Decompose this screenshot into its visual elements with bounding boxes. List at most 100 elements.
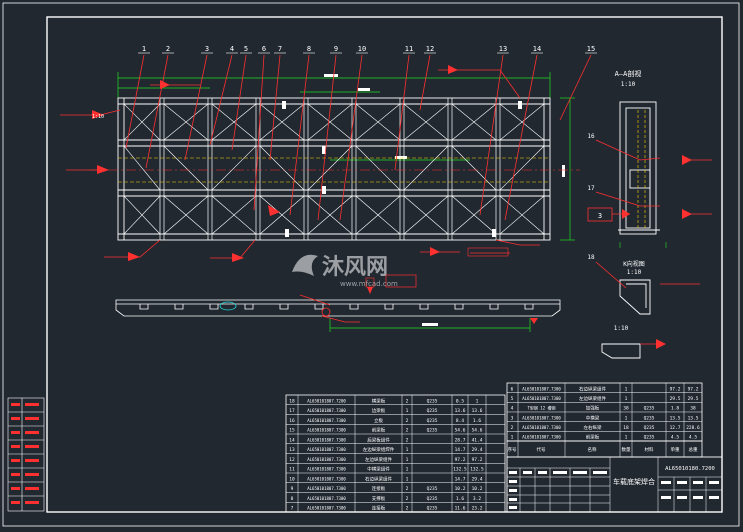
table-cell: 54.6: [455, 428, 466, 434]
table-cell: 10.2: [455, 486, 466, 492]
table-cell: 4.5: [671, 435, 679, 441]
table-cell: AL650101807.7300: [307, 506, 346, 511]
table-cell: 横梁板: [372, 397, 386, 404]
k-view[interactable]: K向视图 1:10 18: [587, 254, 700, 315]
header-code: 代号: [537, 446, 546, 453]
balloon-11: 11: [405, 45, 413, 53]
table-cell: 13.5: [670, 415, 681, 421]
side-dimensions: [329, 318, 531, 332]
table-cell: 1: [406, 467, 409, 473]
detail-scale: 1:10: [614, 325, 629, 332]
table-cell: Q235: [644, 425, 655, 431]
weld-symbols: [420, 239, 540, 254]
balloon-4: 4: [230, 45, 234, 53]
table-cell: 15: [289, 428, 295, 434]
table-cell: AL650101807.7300: [307, 457, 346, 462]
table-cell: 97.2: [472, 457, 483, 463]
table-cell: 38: [623, 406, 629, 412]
table-cell: 13.6: [455, 408, 466, 414]
table-cell: 边梁板: [372, 407, 386, 414]
balloon-10: 10: [358, 45, 366, 53]
table-cell: 8: [291, 496, 294, 502]
table-cell: 16: [289, 418, 295, 424]
table-cell: 左右纵梁: [584, 424, 602, 431]
table-cell: 1: [406, 408, 409, 414]
table-cell: 228.6: [686, 425, 700, 431]
table-cell: 7: [291, 506, 294, 512]
chassis-frame-outline: [117, 97, 551, 241]
table-cell: 41.4: [472, 437, 483, 443]
plan-scale-label: 1:10: [92, 114, 104, 120]
table-cell: 连接板: [372, 485, 386, 492]
table-cell: 23.2: [472, 506, 483, 512]
table-cell: 13.5: [688, 415, 699, 421]
section-aa-view[interactable]: A—A剖视 1:10 16 17 3: [587, 69, 712, 248]
table-cell: 1: [625, 435, 628, 441]
revision-strip: [7, 397, 45, 512]
leader-arrowheads: [92, 65, 458, 262]
balloon-5: 5: [244, 45, 248, 53]
balloon-2: 2: [166, 45, 170, 53]
drawing-code: AL65010180.7200: [665, 466, 715, 472]
table-cell: 11: [289, 467, 295, 473]
table-cell: 1: [625, 386, 628, 392]
table-cell: 2: [406, 428, 409, 434]
dimension-text: [395, 156, 407, 159]
balloon-16: 16: [587, 133, 595, 140]
balloon-7: 7: [278, 45, 282, 53]
table-cell: AL650101807.7300: [307, 418, 346, 423]
chassis-plan-view[interactable]: [90, 72, 580, 241]
table-cell: 后梁板组件: [367, 436, 390, 443]
dimension-text: [358, 88, 370, 91]
weld-callout: [467, 247, 509, 257]
title-block[interactable]: 车载底架焊合 AL65010180.7200: [506, 456, 723, 513]
table-cell: 12.7: [670, 425, 681, 431]
table-cell: 连接板: [372, 505, 386, 512]
table-cell: 12: [289, 457, 295, 463]
balloon-9: 9: [334, 45, 338, 53]
table-cell: AL650101807.7300: [522, 425, 561, 430]
watermark-logo-text: 沐风网: [322, 255, 388, 280]
section-dims: [619, 242, 667, 248]
balloon-15: 15: [587, 45, 595, 53]
k-view-leaders: [595, 261, 700, 289]
bolt-symbols: [282, 101, 522, 237]
detail-arrow: [656, 339, 666, 349]
watermark: 沐风网 www.mfcad.com: [292, 254, 398, 288]
table-cell: 3.2: [473, 496, 481, 502]
header-material: 材料: [645, 446, 654, 453]
table-cell: 17: [289, 408, 295, 414]
table-cell: 支撑板: [372, 495, 386, 502]
table-cell: 132.5: [470, 467, 484, 473]
table-cell: AL650101807.7300: [522, 435, 561, 440]
balloon-8: 8: [307, 45, 311, 53]
table-cell: AL650101807.7200: [307, 398, 346, 403]
dimension-text: [562, 165, 565, 177]
balloon-3: 3: [205, 45, 209, 53]
title-block-labels: [509, 471, 719, 509]
overall-dimension-text: [324, 74, 338, 77]
balloon-1: 1: [142, 45, 146, 53]
detail-view[interactable]: 1:10: [601, 325, 666, 359]
balloon-12: 12: [426, 45, 434, 53]
drawing-title: 车载底架焊合: [613, 477, 655, 486]
table-cell: 18: [289, 398, 295, 404]
table-cell: 1.6: [456, 496, 464, 502]
hole-detail: [219, 301, 237, 311]
table-cell: 97.2: [688, 386, 699, 392]
table-cell: 中横梁: [586, 414, 600, 421]
balloons: 1 2 3 4 5 6 7 8 9 10 11 12 13 14 15: [142, 45, 595, 53]
table-cell: Q235: [427, 398, 438, 404]
table-cell: 38: [690, 406, 696, 412]
table-cell: 13: [289, 447, 295, 453]
dimension-text: [422, 323, 438, 326]
table-cell: Q235: [427, 486, 438, 492]
side-elevation-view[interactable]: [115, 274, 561, 332]
table-cell: AL650101807.7300: [307, 496, 346, 501]
